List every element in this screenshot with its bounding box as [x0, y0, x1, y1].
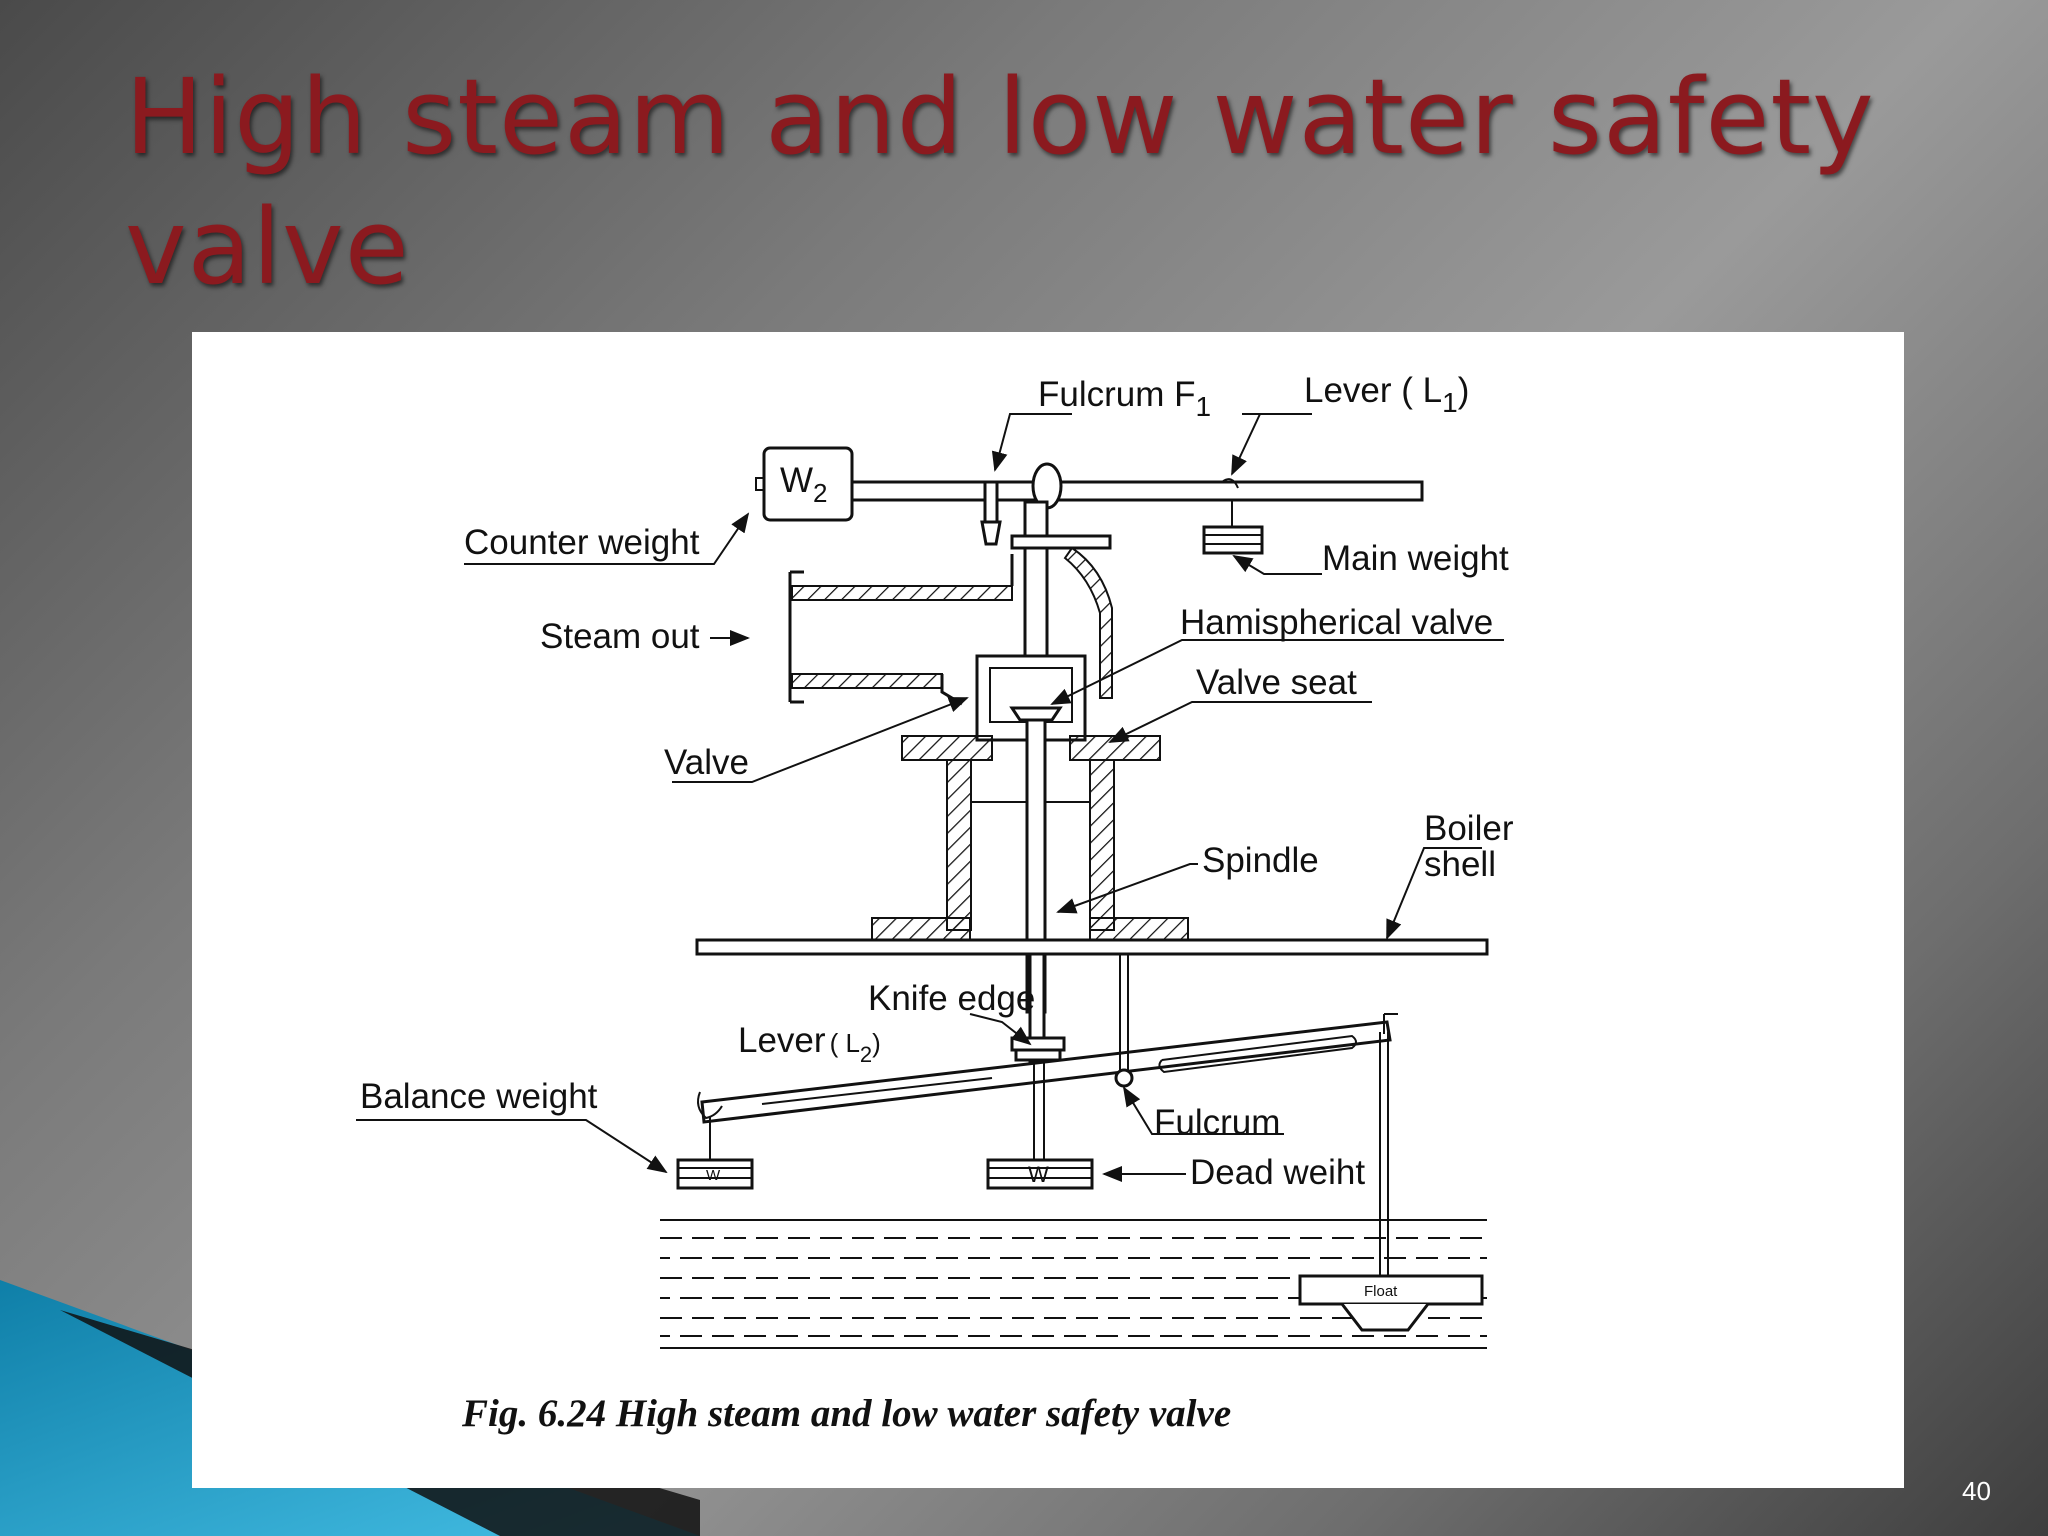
- label-hemispherical-valve: Hamispherical valve: [1180, 603, 1493, 642]
- slide-title: High steam and low water safety valve: [125, 56, 1875, 308]
- page-number: 40: [1962, 1476, 1991, 1506]
- label-valve-seat: Valve seat: [1196, 663, 1357, 702]
- label-lever-l2: Lever( L2): [738, 1021, 881, 1067]
- figure-caption: Fig. 6.24 High steam and low water safet…: [461, 1392, 1231, 1435]
- label-dead-weight: Dead weiht: [1190, 1153, 1365, 1192]
- boiler-shell: [695, 938, 1489, 956]
- label-counter-weight: Counter weight: [464, 523, 700, 562]
- leader-lines: [356, 413, 1504, 1182]
- dead-weight: [986, 1158, 1094, 1190]
- figure-panel: Fulcrum F1 Lever ( L1) W2 Counter weight…: [192, 332, 1904, 1488]
- label-boiler-shell-2: shell: [1424, 845, 1496, 884]
- label-balance-weight: Balance weight: [360, 1077, 598, 1116]
- label-boiler-shell-1: Boiler: [1424, 809, 1514, 848]
- label-knife-edge: Knife edge: [868, 979, 1035, 1018]
- water-region: [660, 1219, 1487, 1349]
- float: [1298, 1274, 1484, 1306]
- balance-weight: [676, 1158, 754, 1190]
- label-lever-l1: Lever ( L1): [1304, 371, 1469, 418]
- label-valve: Valve: [664, 743, 749, 782]
- valve-body: [788, 500, 1189, 1014]
- label-spindle: Spindle: [1202, 841, 1319, 880]
- label-w2: W2: [780, 461, 828, 508]
- main-weight-block: [1202, 525, 1264, 555]
- diagram-labels: Fulcrum F1 Lever ( L1) W2 Counter weight…: [360, 371, 1514, 1300]
- label-w-balance: W: [706, 1167, 721, 1184]
- safety-valve-diagram: Fulcrum F1 Lever ( L1) W2 Counter weight…: [356, 371, 1514, 1435]
- label-main-weight: Main weight: [1322, 539, 1509, 578]
- label-fulcrum-f1: Fulcrum F1: [1038, 375, 1211, 422]
- label-steam-out: Steam out: [540, 617, 700, 656]
- label-fulcrum: Fulcrum: [1154, 1103, 1280, 1142]
- lower-lever: [676, 952, 1398, 1294]
- label-float: Float: [1364, 1283, 1398, 1300]
- label-w-dead: W: [1028, 1162, 1049, 1187]
